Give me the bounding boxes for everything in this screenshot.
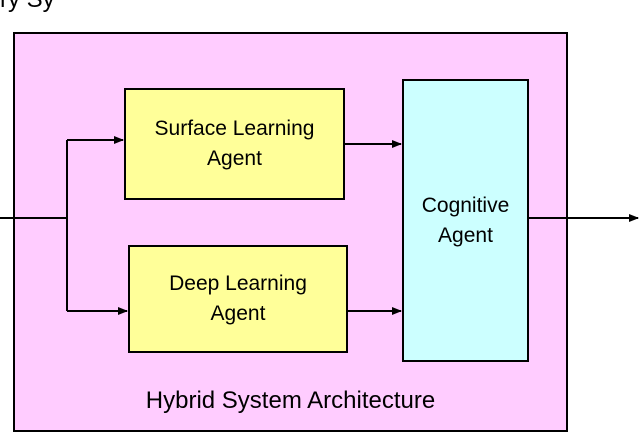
deep-learning-agent-box: Deep Learning Agent <box>128 245 348 353</box>
cognitive-agent-box: Cognitive Agent <box>402 79 529 362</box>
page-top-text: ry Sy <box>0 0 55 14</box>
container-caption: Hybrid System Architecture <box>145 387 436 414</box>
surface-learning-agent-box: Surface Learning Agent <box>124 88 345 200</box>
